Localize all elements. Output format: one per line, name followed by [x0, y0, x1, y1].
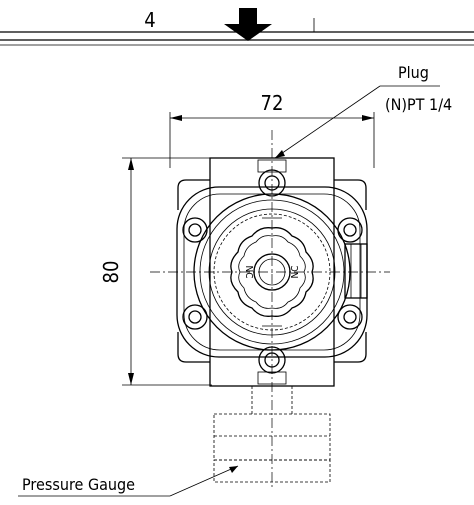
plug-label: Plug — [398, 63, 429, 82]
plug-leader-line — [274, 85, 440, 159]
top-dimension-label: 4 — [144, 8, 155, 32]
bolt-lower-right — [337, 304, 363, 330]
bolt-upper-right — [337, 217, 363, 243]
bolt-upper-left — [182, 217, 208, 243]
gauge-leader-line — [18, 465, 239, 497]
pressure-gauge — [213, 386, 331, 483]
width-dimension — [169, 112, 375, 168]
gauge-label: Pressure Gauge — [22, 475, 135, 494]
height-dimension — [122, 157, 212, 386]
width-dimension-label: 72 — [261, 91, 284, 115]
flow-direction-arrow-icon — [224, 8, 272, 41]
bolt-lower-left — [182, 304, 208, 330]
plug-spec-label: (N)PT 1/4 — [385, 95, 452, 114]
height-dimension-label: 80 — [99, 261, 123, 284]
center-lines — [150, 130, 390, 490]
